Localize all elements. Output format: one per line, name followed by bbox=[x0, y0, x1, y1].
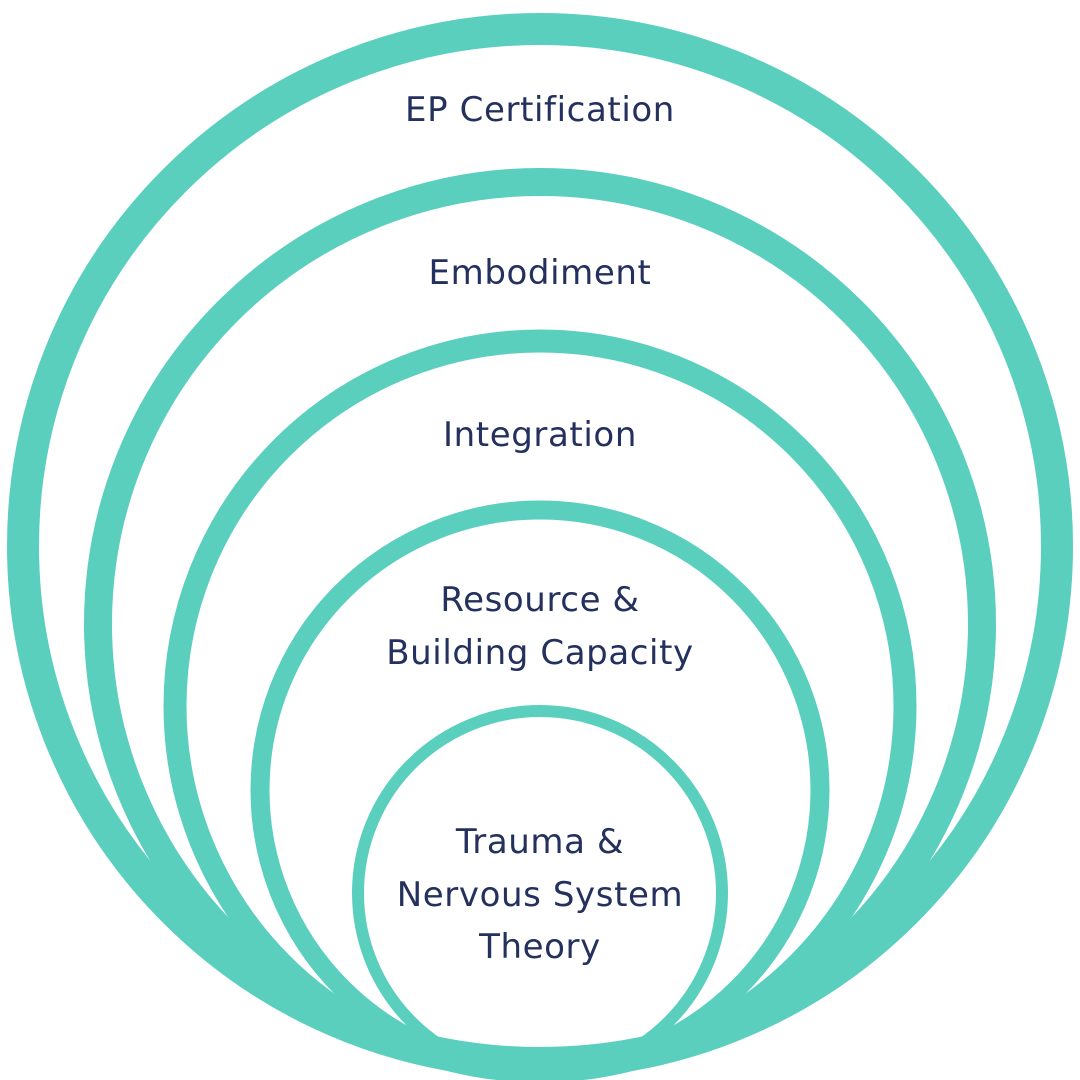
label-integration: Integration bbox=[443, 415, 637, 455]
label-resource-line-1: Resource & bbox=[440, 580, 639, 620]
label-theory-line-3: Theory bbox=[478, 927, 601, 967]
label-building-capacity-line-2: Building Capacity bbox=[386, 633, 694, 673]
labels-group: EP Certification Embodiment Integration … bbox=[386, 90, 694, 967]
ring-trauma-nervous-system bbox=[352, 705, 728, 1080]
rings-group bbox=[7, 13, 1073, 1080]
label-embodiment: Embodiment bbox=[429, 253, 652, 293]
label-nervous-system-line-2: Nervous System bbox=[397, 875, 684, 915]
label-ep-certification: EP Certification bbox=[405, 90, 675, 130]
label-trauma-line-1: Trauma & bbox=[455, 822, 624, 862]
